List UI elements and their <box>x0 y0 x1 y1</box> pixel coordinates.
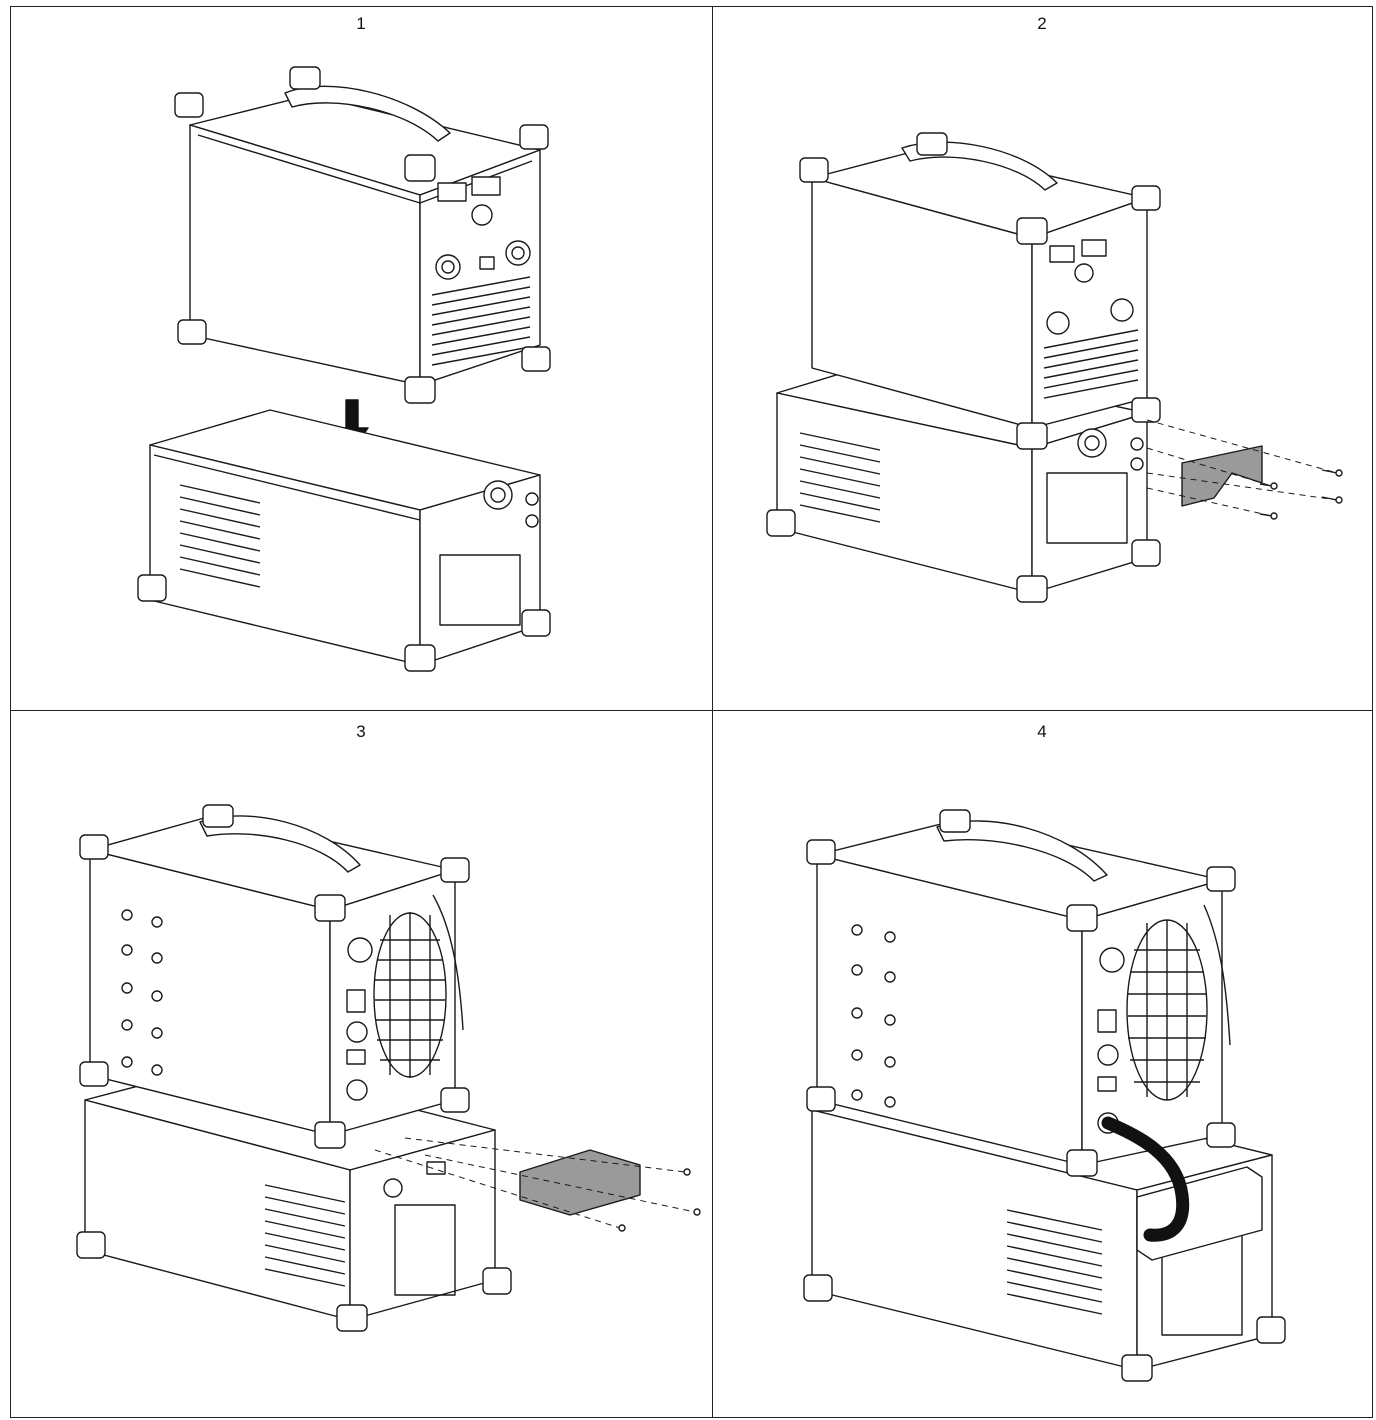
welder-unit <box>80 805 469 1148</box>
cooling-unit <box>138 410 550 671</box>
carry-handle <box>285 86 450 141</box>
carry-handle <box>937 821 1107 881</box>
step-4-illustration <box>802 805 1292 1400</box>
vent-grille-icon <box>1127 920 1207 1100</box>
step-4-number: 4 <box>1037 722 1047 741</box>
control-panel-icon <box>436 177 530 279</box>
welder-unit <box>800 133 1160 449</box>
bracket-plate-icon <box>520 1150 640 1215</box>
carry-handle <box>200 816 360 872</box>
step-3-illustration <box>75 800 705 1345</box>
control-panel-icon <box>1047 240 1133 334</box>
welder-unit <box>807 810 1235 1176</box>
vent-grille-icon <box>432 277 530 365</box>
vent-grille-icon <box>374 912 446 1078</box>
bracket-plate-icon <box>1182 446 1262 506</box>
instruction-sheet <box>10 6 1373 1418</box>
step-3-number: 3 <box>356 722 366 741</box>
vent-grille-icon <box>1044 330 1138 398</box>
grid-divider-horizontal <box>10 710 1373 711</box>
screw-icon <box>619 1169 700 1231</box>
coolant-hose-icon <box>1108 1123 1183 1235</box>
step-2-number: 2 <box>1037 14 1047 33</box>
step-1-illustration <box>120 55 590 695</box>
grid-divider-vertical <box>712 6 713 1418</box>
step-2-illustration <box>762 128 1352 608</box>
welder-unit <box>175 67 550 403</box>
screw-icon <box>1260 470 1342 519</box>
step-1-number: 1 <box>356 14 366 33</box>
